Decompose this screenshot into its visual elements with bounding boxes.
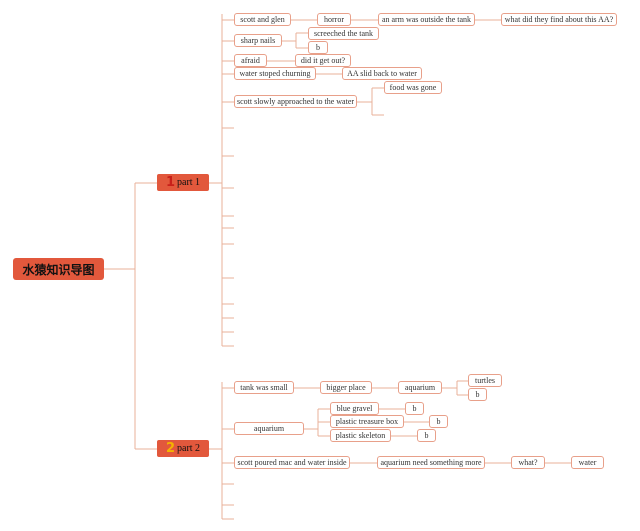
root-node[interactable]: 水猿知识导图	[13, 258, 104, 280]
node-water-stoped-churning[interactable]: water stoped churning	[234, 67, 316, 80]
node-blue-gravel[interactable]: blue gravel	[330, 402, 379, 415]
node-sharp-nails[interactable]: sharp nails	[234, 34, 282, 47]
node-water[interactable]: water	[571, 456, 604, 469]
node-bigger-place[interactable]: bigger place	[320, 381, 372, 394]
part-1-label: part 1	[177, 177, 201, 188]
node-afraid[interactable]: afraid	[234, 54, 267, 67]
node-aquarium-1[interactable]: aquarium	[398, 381, 442, 394]
node-tank-was-small[interactable]: tank was small	[234, 381, 294, 394]
node-aquarium-2[interactable]: aquarium	[234, 422, 304, 435]
node-what-did-they-find[interactable]: what did they find about this AA?	[501, 13, 617, 26]
part-2-label: part 2	[177, 443, 201, 454]
part-1-number-icon: 1	[165, 175, 175, 190]
node-screeched-tank[interactable]: screeched the tank	[308, 27, 379, 40]
node-aquarium-need-more[interactable]: aquarium need something more	[377, 456, 485, 469]
node-plastic-treasure-box[interactable]: plastic treasure box	[330, 415, 404, 428]
node-b-skeleton[interactable]: b	[417, 429, 436, 442]
node-arm-outside-tank[interactable]: an arm was outside the tank	[378, 13, 475, 26]
node-aa-slid-back[interactable]: AA slid back to water	[342, 67, 422, 80]
node-b-turtles[interactable]: b	[468, 388, 487, 401]
node-plastic-skeleton[interactable]: plastic skeleton	[330, 429, 391, 442]
node-scott-and-glen[interactable]: scott and glen	[234, 13, 291, 26]
node-did-it-get-out[interactable]: did it get out?	[295, 54, 351, 67]
node-turtles[interactable]: turtles	[468, 374, 502, 387]
part-2-number-icon: 2	[165, 441, 175, 456]
node-what[interactable]: what?	[511, 456, 545, 469]
node-food-was-gone[interactable]: food was gone	[384, 81, 442, 94]
node-horror[interactable]: horror	[317, 13, 351, 26]
root-title: 水猿知识导图	[22, 262, 95, 277]
node-b[interactable]: b	[308, 41, 328, 54]
node-b-gravel[interactable]: b	[405, 402, 424, 415]
node-b-treasure[interactable]: b	[429, 415, 448, 428]
part-2-node[interactable]: 2 part 2	[157, 440, 209, 457]
node-scott-approached[interactable]: scott slowly approached to the water	[234, 95, 357, 108]
node-scott-poured[interactable]: scott poured mac and water inside	[234, 456, 350, 469]
part-1-node[interactable]: 1 part 1	[157, 174, 209, 191]
